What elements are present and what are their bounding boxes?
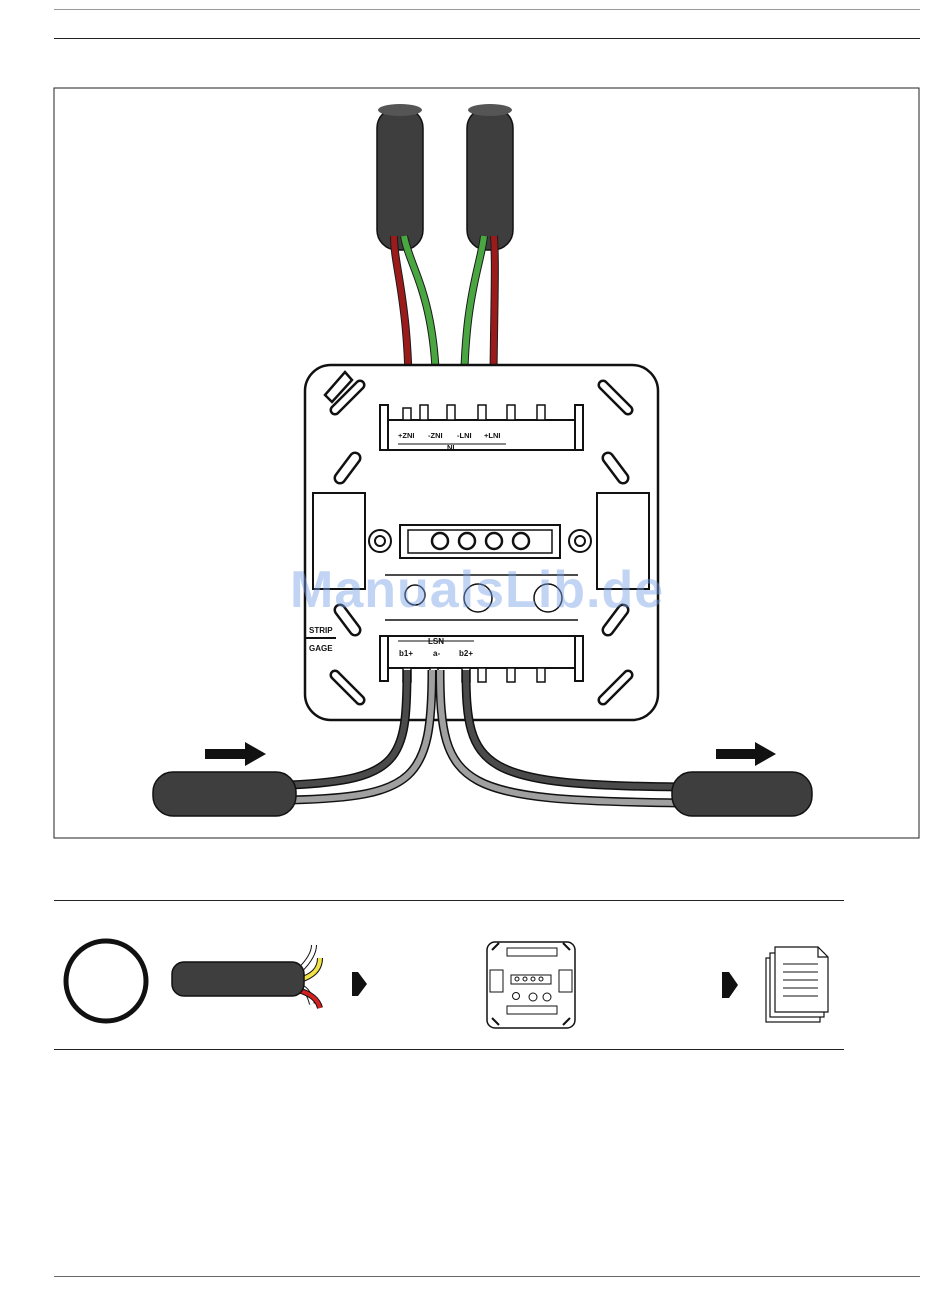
ring-icon [66,941,146,1021]
terminal-label-b1-plus: b1+ [399,649,413,658]
arrow-step-icon [722,972,738,998]
bottom-left-cable [153,772,296,816]
arrow-step-icon [352,972,367,996]
terminal-group-lsn: LSN [428,637,444,646]
gage-label: GAGE [309,644,333,653]
footer-rule [54,1276,920,1277]
strip-label: STRIP [309,626,333,635]
document-stack-icon [766,947,828,1022]
device-thumbnail-icon [487,942,575,1028]
bottom-right-cable [672,772,812,816]
terminal-label-plus-zni: +ZNI [398,431,414,440]
top-left-cable [377,104,423,250]
icon-row [0,900,950,1050]
terminal-group-ni: NI [447,443,455,452]
stripped-cable-icon [172,945,320,1008]
watermark: ManualsLib.de [290,560,664,620]
top-right-cable [467,104,513,250]
terminal-label-minus-zni: -ZNI [428,431,443,440]
terminal-label-b2-plus: b2+ [459,649,473,658]
terminal-label-a-minus: a- [433,649,440,658]
wiring-diagram: STRIP GAGE +ZNI -ZNI -LNI +LNI NI LSN b1… [0,0,950,860]
terminal-label-plus-lni: +LNI [484,431,500,440]
terminal-label-minus-lni: -LNI [457,431,472,440]
